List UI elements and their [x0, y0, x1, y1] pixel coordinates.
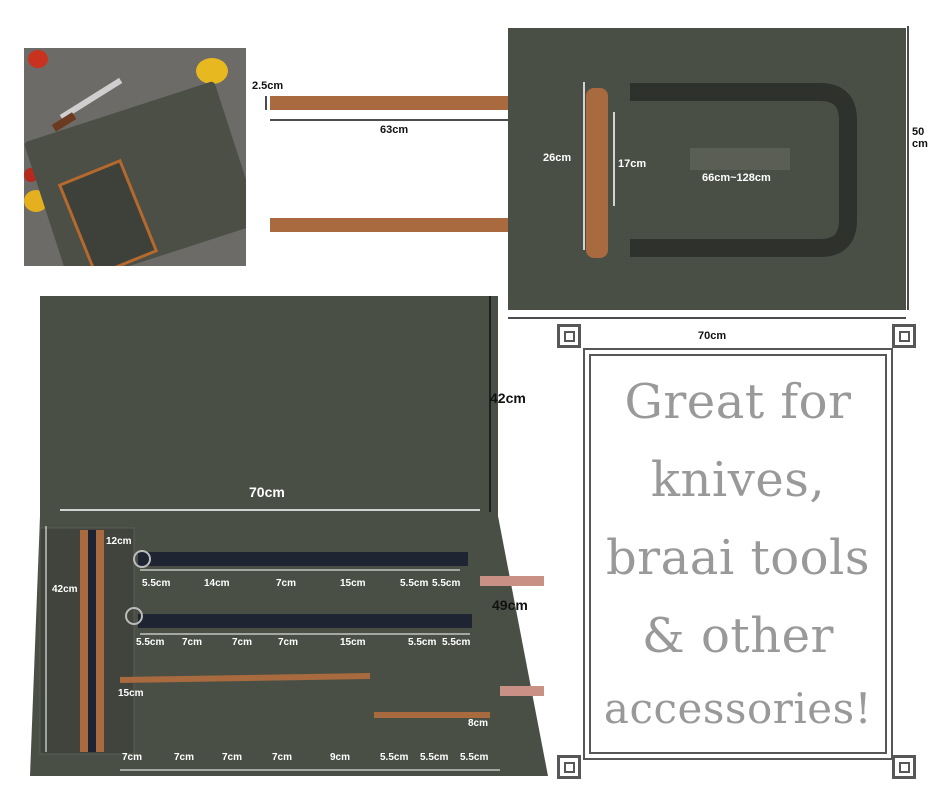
row2-label: 5.5cm [442, 637, 471, 648]
handle [586, 88, 608, 258]
bottom-label: 5.5cm [460, 752, 489, 763]
tagline-line: & other [642, 607, 834, 664]
tie-strap-2 [500, 686, 544, 696]
row1-label: 14cm [204, 578, 230, 589]
pocket-edge [119, 673, 371, 683]
zip-teeth [88, 530, 96, 752]
zip-leather-left [80, 530, 88, 752]
closed-height-label: 50 cm [912, 126, 928, 150]
row2-label: 7cm [278, 637, 299, 648]
row2-label: 5.5cm [408, 637, 437, 648]
frame-corner [557, 755, 581, 779]
strap-length-label: 66cm~128cm [702, 172, 771, 184]
elastic-strap-1 [138, 552, 468, 566]
strap-lower [270, 218, 540, 232]
tagline-frame: Great for knives, braai tools & other ac… [583, 348, 893, 760]
tagline-line: accessories! [603, 684, 873, 734]
small-pocket-edge [374, 712, 490, 718]
handle-inner-label: 17cm [618, 158, 647, 170]
handle-outer-label: 26cm [543, 152, 572, 164]
row2-label: 7cm [232, 637, 253, 648]
d-ring-2 [125, 607, 143, 625]
tagline-frame-inner: Great for knives, braai tools & other ac… [589, 354, 887, 754]
tie-strap-1 [480, 576, 544, 586]
row2-label: 7cm [182, 637, 203, 648]
pepper-image [196, 58, 228, 84]
bottom-label: 7cm [222, 752, 243, 763]
tagline-line: Great for [624, 374, 852, 431]
zip-height-label: 42cm [52, 584, 78, 595]
small-pocket-label: 8cm [468, 718, 489, 729]
row1-label: 15cm [340, 578, 366, 589]
row1-label: 5.5cm [400, 578, 429, 589]
row1-label: 5.5cm [142, 578, 171, 589]
row1-label: 7cm [276, 578, 297, 589]
tomato-image [28, 50, 48, 68]
roll-body [30, 516, 548, 776]
bottom-label: 7cm [272, 752, 293, 763]
bottom-label: 5.5cm [380, 752, 409, 763]
strap-label-bg [690, 148, 790, 170]
body-height-label: 49cm [492, 597, 528, 613]
bottom-label: 7cm [174, 752, 195, 763]
d-ring-1 [133, 550, 151, 568]
shoulder-strap [630, 83, 857, 257]
tagline: Great for knives, braai tools & other ac… [604, 364, 872, 743]
strap-width-label: 2.5cm [252, 80, 284, 92]
flap-width-label: 70cm [249, 484, 285, 500]
tagline-line: knives, [650, 452, 826, 509]
zip-width-label: 12cm [106, 536, 132, 547]
open-roll [30, 296, 548, 776]
closed-width-label: 70cm [698, 330, 727, 342]
row2-label: 15cm [340, 637, 366, 648]
bottom-label: 5.5cm [420, 752, 449, 763]
flap [40, 296, 498, 516]
flap-height-label: 42cm [490, 390, 526, 406]
zip-leather-right [96, 530, 104, 752]
row1-label: 5.5cm [432, 578, 461, 589]
bottom-label: 9cm [330, 752, 351, 763]
row2-label: 5.5cm [136, 637, 165, 648]
bottom-label: 7cm [122, 752, 143, 763]
frame-corner [892, 755, 916, 779]
frame-corner [892, 324, 916, 348]
pocket-height-label: 15cm [118, 688, 144, 699]
strap-upper [270, 96, 540, 110]
strap-length-label: 63cm [380, 124, 409, 136]
frame-corner [557, 324, 581, 348]
elastic-strap-2 [138, 614, 472, 628]
closed-roll [508, 26, 909, 319]
tagline-line: braai tools [605, 529, 871, 586]
product-photo [24, 48, 246, 266]
